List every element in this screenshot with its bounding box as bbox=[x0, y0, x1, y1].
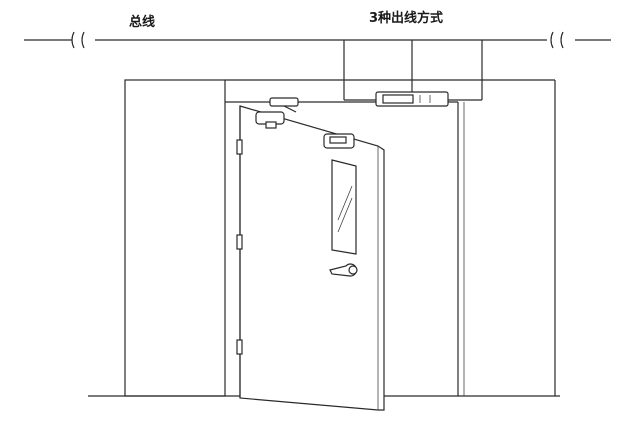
open-door-leaf bbox=[239, 105, 385, 411]
wiring-methods-label: 3种出线方式 bbox=[369, 11, 444, 26]
vision-glass-panel bbox=[331, 159, 357, 255]
top-frame-device bbox=[375, 91, 449, 107]
wiring-out-lines bbox=[343, 40, 483, 101]
bus-line bbox=[24, 31, 611, 49]
door-handle bbox=[329, 263, 358, 277]
door-closer-body bbox=[323, 133, 355, 149]
bus-label: 总线 bbox=[129, 15, 156, 30]
door-closer-arm bbox=[255, 97, 299, 129]
door-hinges bbox=[236, 139, 243, 355]
left-wall-panel bbox=[124, 79, 226, 397]
